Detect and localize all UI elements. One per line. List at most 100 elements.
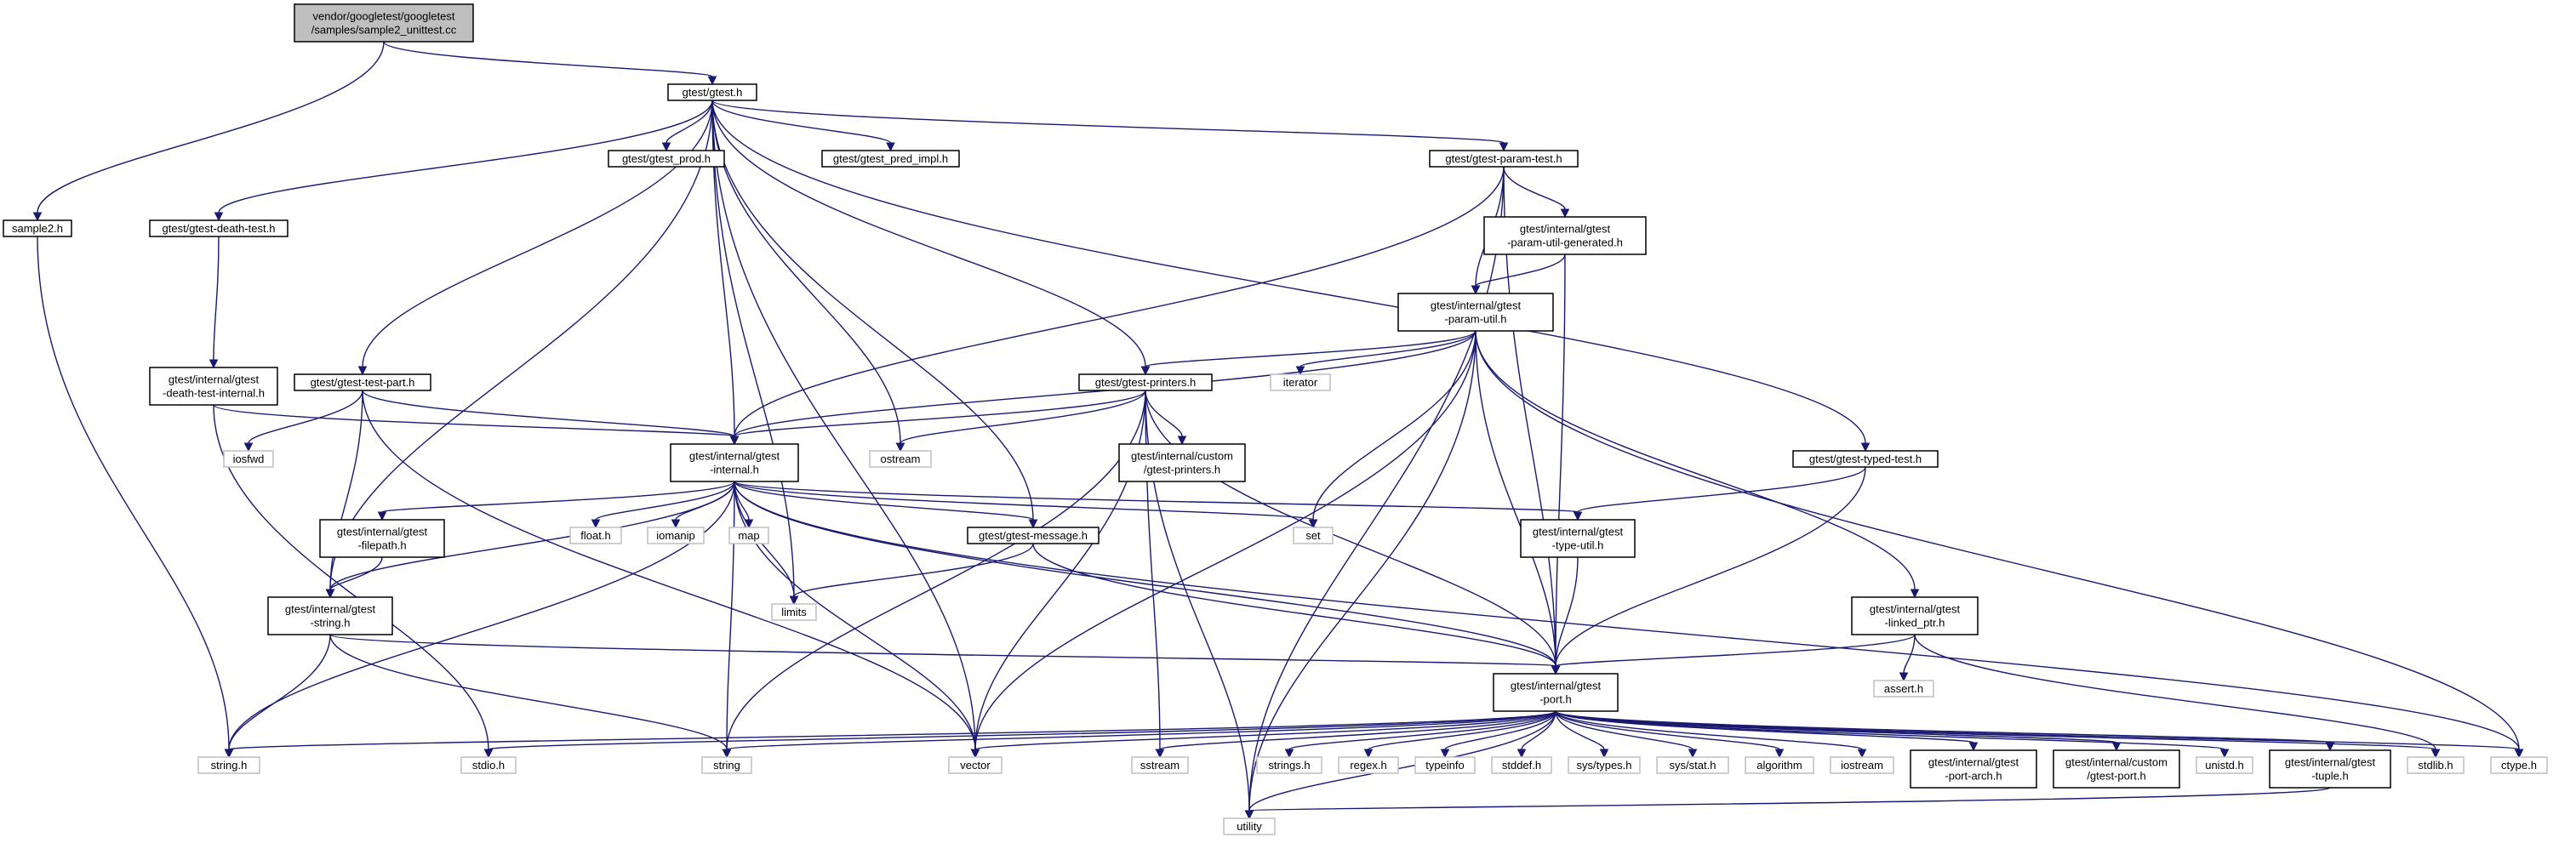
node-param-util[interactable]: gtest/internal/gtest-param-util.h	[1397, 293, 1554, 332]
node-filepath[interactable]: gtest/internal/gtest-filepath.h	[319, 519, 445, 558]
node-death-internal[interactable]: gtest/internal/gtest-death-test-internal…	[149, 367, 278, 406]
edge-arrowhead	[1560, 208, 1570, 219]
node-box	[1745, 756, 1814, 774]
node-port-h[interactable]: gtest/internal/gtest-port.h	[1493, 673, 1619, 712]
node-label: ostream	[881, 453, 921, 465]
node-custom-printers[interactable]: gtest/internal/custom/gtest-printers.h	[1118, 443, 1246, 482]
edge-arrowhead	[224, 749, 234, 759]
edge-line	[675, 481, 735, 521]
node-box	[608, 150, 725, 168]
node-port-arch[interactable]: gtest/internal/gtest-port-arch.h	[1910, 749, 2037, 789]
edge-arrowhead	[325, 589, 335, 599]
node-box	[1491, 756, 1552, 774]
node-label: /gtest-printers.h	[1144, 464, 1220, 476]
node-label: unistd.h	[2205, 759, 2244, 772]
node-printers[interactable]: gtest/gtest-printers.h	[1078, 373, 1213, 391]
edge-line	[381, 481, 735, 513]
edge-line	[734, 481, 1579, 513]
edge-line	[1444, 710, 1556, 750]
edge-arrowhead	[1155, 749, 1165, 759]
node-gtest-prod[interactable]: gtest/gtest_prod.h	[608, 150, 725, 168]
node-typed-test[interactable]: gtest/gtest-typed-test.h	[1792, 450, 1939, 468]
edge-message-to-port-h	[1032, 543, 1561, 675]
node-linked-ptr[interactable]: gtest/internal/gtest-linked_ptr.h	[1851, 596, 1979, 635]
edge-internal-h-to-set	[734, 481, 1318, 529]
edge-typed-test-to-port-h	[1551, 466, 1866, 675]
edge-line	[900, 390, 1146, 444]
node-label: gtest/internal/gtest	[168, 373, 260, 386]
node-pred-impl[interactable]: gtest/gtest_pred_impl.h	[821, 150, 960, 168]
edge-line	[1555, 253, 1566, 667]
edge-arrowhead	[1857, 749, 1867, 759]
edge-arrowhead	[789, 595, 799, 606]
node-gtest-h[interactable]: gtest/gtest.h	[667, 83, 757, 101]
node-label: gtest/gtest-death-test.h	[163, 222, 276, 235]
node-box	[1256, 756, 1322, 774]
edge-gtest-h-to-param-test	[711, 100, 1509, 152]
edge-filepath-to-string-int	[325, 556, 383, 599]
edge-port-h-to-stdio-h	[483, 710, 1556, 759]
node-message[interactable]: gtest/gtest-message.h	[967, 527, 1100, 544]
edge-line	[329, 634, 728, 750]
node-root[interactable]: vendor/googletest/googletest/samples/sam…	[294, 3, 474, 43]
edge-line	[1555, 634, 1916, 667]
edge-port-h-to-typeinfo	[1440, 710, 1556, 759]
node-string-int[interactable]: gtest/internal/gtest-string.h	[267, 596, 393, 635]
node-param-util-gen[interactable]: gtest/internal/gtest-param-util-generate…	[1483, 216, 1647, 255]
edges-layer	[32, 41, 2524, 820]
node-internal-h[interactable]: gtest/internal/gtest-internal.h	[670, 443, 799, 482]
node-box	[670, 443, 799, 482]
edge-arrowhead	[895, 442, 905, 453]
node-box	[149, 367, 278, 406]
node-type-util[interactable]: gtest/internal/gtest-type-util.h	[1520, 519, 1636, 558]
node-box	[728, 527, 769, 544]
node-death-test[interactable]: gtest/gtest-death-test.h	[149, 219, 288, 237]
node-custom-port[interactable]: gtest/internal/custom/gtest-port.h	[2053, 749, 2180, 789]
edge-line	[1577, 466, 1866, 513]
node-box	[948, 756, 1002, 774]
edge-port-h-to-strings-h	[1284, 710, 1556, 759]
edge-arrowhead	[1573, 511, 1583, 521]
edge-port-h-to-tuple	[1555, 710, 2335, 752]
node-test-part[interactable]: gtest/gtest-test-part.h	[294, 373, 431, 391]
node-label: string	[713, 759, 740, 772]
node-tuple[interactable]: gtest/internal/gtest-tuple.h	[2269, 749, 2391, 789]
edge-line	[1555, 466, 1866, 667]
node-sample2-h[interactable]: sample2.h	[3, 219, 72, 237]
node-box	[667, 83, 757, 101]
edge-line	[488, 710, 1556, 750]
node-label: gtest/internal/gtest	[1520, 223, 1611, 236]
node-float-h: float.h	[569, 527, 622, 544]
edge-arrowhead	[2111, 742, 2122, 752]
node-box	[294, 373, 431, 391]
edge-line	[734, 390, 1146, 437]
node-label: float.h	[580, 529, 610, 542]
nodes-layer: vendor/googletest/googletest/samples/sam…	[3, 3, 2548, 835]
edge-line	[37, 41, 385, 214]
edge-param-util-to-linked-ptr	[1475, 330, 1920, 599]
node-box	[197, 756, 260, 774]
node-label: stdio.h	[472, 759, 505, 772]
edge-arrowhead	[2219, 749, 2230, 759]
node-label: -tuple.h	[2311, 770, 2348, 783]
edge-arrowhead	[1968, 742, 1979, 752]
node-label: gtest/gtest.h	[683, 86, 743, 99]
edge-arrowhead	[1244, 810, 1254, 820]
edge-printers-to-internal-h	[729, 390, 1146, 446]
edge-port-h-to-string-h	[224, 710, 1556, 759]
edge-arrowhead	[722, 749, 732, 759]
edge-line	[1555, 710, 1863, 750]
edge-gtest-h-to-death-test	[214, 100, 713, 222]
node-box	[1338, 756, 1399, 774]
node-param-test[interactable]: gtest/gtest-param-test.h	[1429, 150, 1579, 168]
node-label: gtest/gtest-message.h	[979, 529, 1088, 542]
edge-arrowhead	[1028, 519, 1038, 529]
node-box	[460, 756, 517, 774]
edge-sample2-h-to-string-h	[37, 236, 234, 759]
node-limits: limits	[771, 603, 817, 621]
node-set: set	[1293, 527, 1334, 544]
node-box	[1118, 443, 1246, 482]
node-typeinfo: typeinfo	[1414, 756, 1476, 774]
edge-root-to-gtest-h	[383, 41, 717, 86]
node-box	[1483, 216, 1647, 255]
